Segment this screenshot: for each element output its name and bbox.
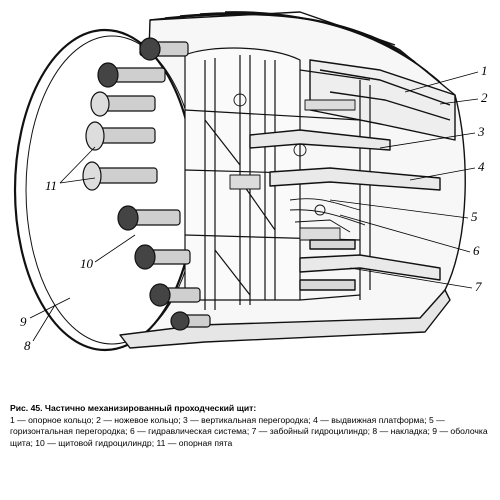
callout-3: 3	[477, 124, 485, 139]
cylinder-5	[82, 161, 158, 191]
caption-legend: 1 — опорное кольцо; 2 — ножевое кольцо; …	[10, 414, 488, 448]
shield-cylinders	[82, 37, 211, 331]
hydraulic-system	[229, 93, 366, 241]
callout-8: 8	[24, 338, 31, 353]
cylinder-2	[97, 62, 166, 88]
callout-5: 5	[471, 209, 478, 224]
shield-diagram: 1 2 3 4 5 6 7 8 9 10 11	[13, 11, 488, 353]
callout-10: 10	[80, 256, 94, 271]
cylinder-8	[149, 283, 201, 307]
callout-1: 1	[481, 63, 488, 78]
cylinder-1	[139, 37, 189, 61]
cylinder-7	[134, 244, 191, 270]
cylinder-9	[170, 311, 211, 331]
callout-11: 11	[45, 178, 57, 193]
sliding-platforms	[249, 129, 441, 281]
callout-2: 2	[481, 90, 488, 105]
callout-4: 4	[478, 159, 485, 174]
callout-6: 6	[473, 243, 480, 258]
callout-7: 7	[475, 279, 482, 294]
callout-labels: 1 2 3 4 5 6 7 8 9 10 11	[20, 63, 488, 353]
cylinder-3	[90, 91, 156, 117]
caption-title: Рис. 45. Частично механизированный прохо…	[10, 403, 257, 413]
cylinder-4	[85, 121, 156, 151]
face-cylinders	[299, 239, 356, 291]
figure-caption: Рис. 45. Частично механизированный прохо…	[10, 403, 492, 449]
cylinder-6	[117, 205, 181, 231]
callout-9: 9	[20, 314, 27, 329]
leader-lines	[29, 71, 479, 342]
